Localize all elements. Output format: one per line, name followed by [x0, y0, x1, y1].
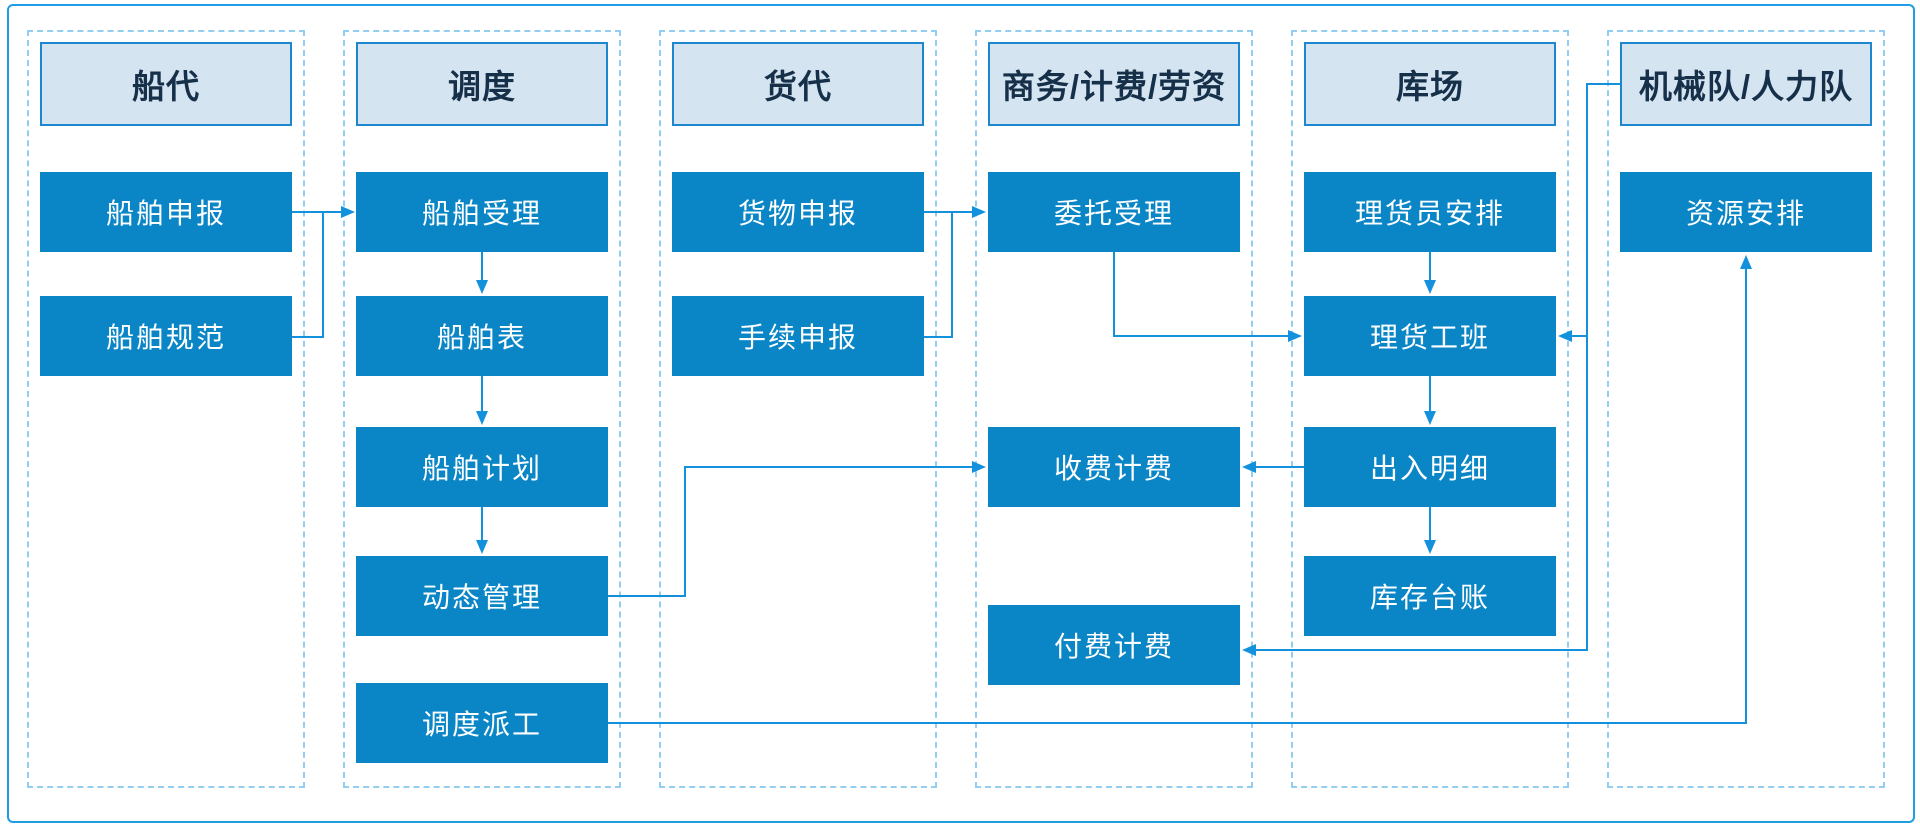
node-vessel-declaration: 船舶申报 [40, 172, 292, 252]
node-vessel-table: 船舶表 [356, 296, 608, 376]
node-charge-billing: 收费计费 [988, 427, 1240, 507]
lane-header-yard: 库场 [1304, 42, 1556, 126]
node-vessel-plan: 船舶计划 [356, 427, 608, 507]
lane-dispatch [343, 30, 621, 788]
node-vessel-specification: 船舶规范 [40, 296, 292, 376]
node-vessel-acceptance: 船舶受理 [356, 172, 608, 252]
node-commission-acceptance: 委托受理 [988, 172, 1240, 252]
diagram-outer-frame [7, 4, 1915, 823]
lane-header-business-billing-labor: 商务/计费/劳资 [988, 42, 1240, 126]
lane-yard [1291, 30, 1569, 788]
lane-header-freight-forwarder: 货代 [672, 42, 924, 126]
lane-machinery-manpower [1607, 30, 1885, 788]
node-tally-shift: 理货工班 [1304, 296, 1556, 376]
lane-ship-agent [27, 30, 305, 788]
lane-header-dispatch: 调度 [356, 42, 608, 126]
lane-freight-forwarder [659, 30, 937, 788]
lane-header-machinery-manpower: 机械队/人力队 [1620, 42, 1872, 126]
node-cargo-declaration: 货物申报 [672, 172, 924, 252]
node-resource-arrangement: 资源安排 [1620, 172, 1872, 252]
node-payment-billing: 付费计费 [988, 605, 1240, 685]
node-procedure-declaration: 手续申报 [672, 296, 924, 376]
node-in-out-details: 出入明细 [1304, 427, 1556, 507]
node-dispatch-assignment: 调度派工 [356, 683, 608, 763]
node-inventory-ledger: 库存台账 [1304, 556, 1556, 636]
node-dynamic-management: 动态管理 [356, 556, 608, 636]
node-tally-clerk-arrangement: 理货员安排 [1304, 172, 1556, 252]
lane-header-ship-agent: 船代 [40, 42, 292, 126]
